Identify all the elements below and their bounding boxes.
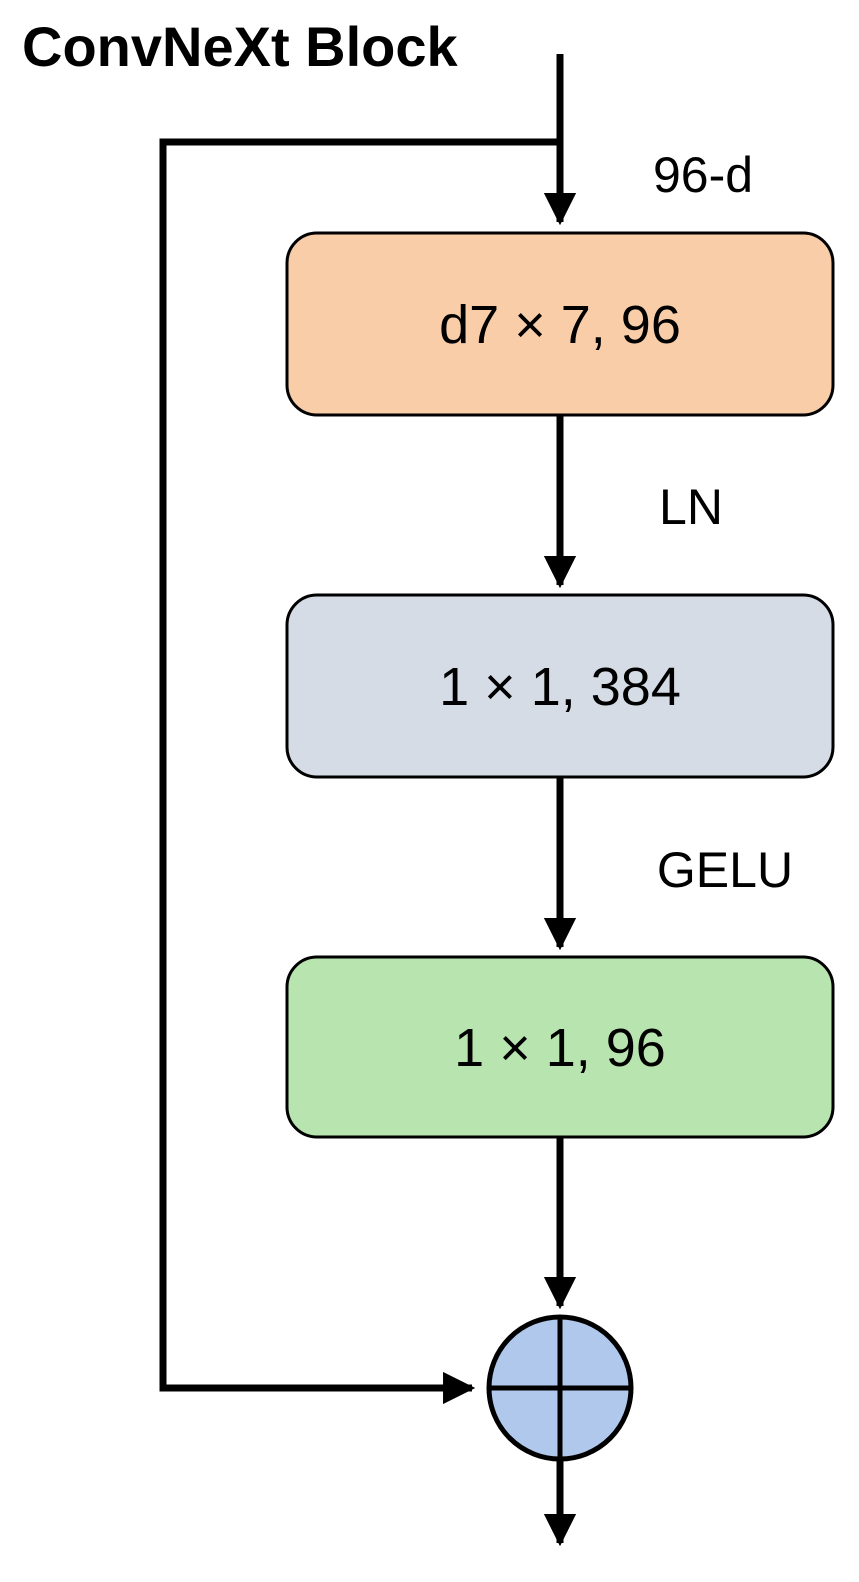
depthwise-conv-block: d7 × 7, 96 bbox=[285, 231, 835, 417]
gelu-label: GELU bbox=[657, 842, 793, 898]
pointwise-conv-96-box bbox=[285, 955, 835, 1139]
diagram-title: ConvNeXt Block bbox=[22, 15, 458, 78]
pointwise-conv-384-block: 1 × 1, 384 bbox=[285, 593, 835, 779]
flow-lines bbox=[159, 54, 577, 1547]
input-dim-label: 96-d bbox=[653, 147, 753, 203]
layernorm-label: LN bbox=[659, 479, 723, 535]
add-node bbox=[486, 1314, 634, 1462]
plus-icon bbox=[489, 1317, 631, 1459]
depthwise-conv-label: d7 × 7, 96 bbox=[439, 295, 681, 355]
pointwise-conv-96-label: 1 × 1, 96 bbox=[454, 1018, 666, 1078]
pointwise-conv-96-block: 1 × 1, 96 bbox=[285, 955, 835, 1139]
pointwise-conv-384-label: 1 × 1, 384 bbox=[439, 657, 681, 717]
depthwise-conv-box bbox=[285, 231, 835, 417]
pointwise-conv-384-box bbox=[285, 593, 835, 779]
skip-connection-line bbox=[159, 138, 563, 1405]
